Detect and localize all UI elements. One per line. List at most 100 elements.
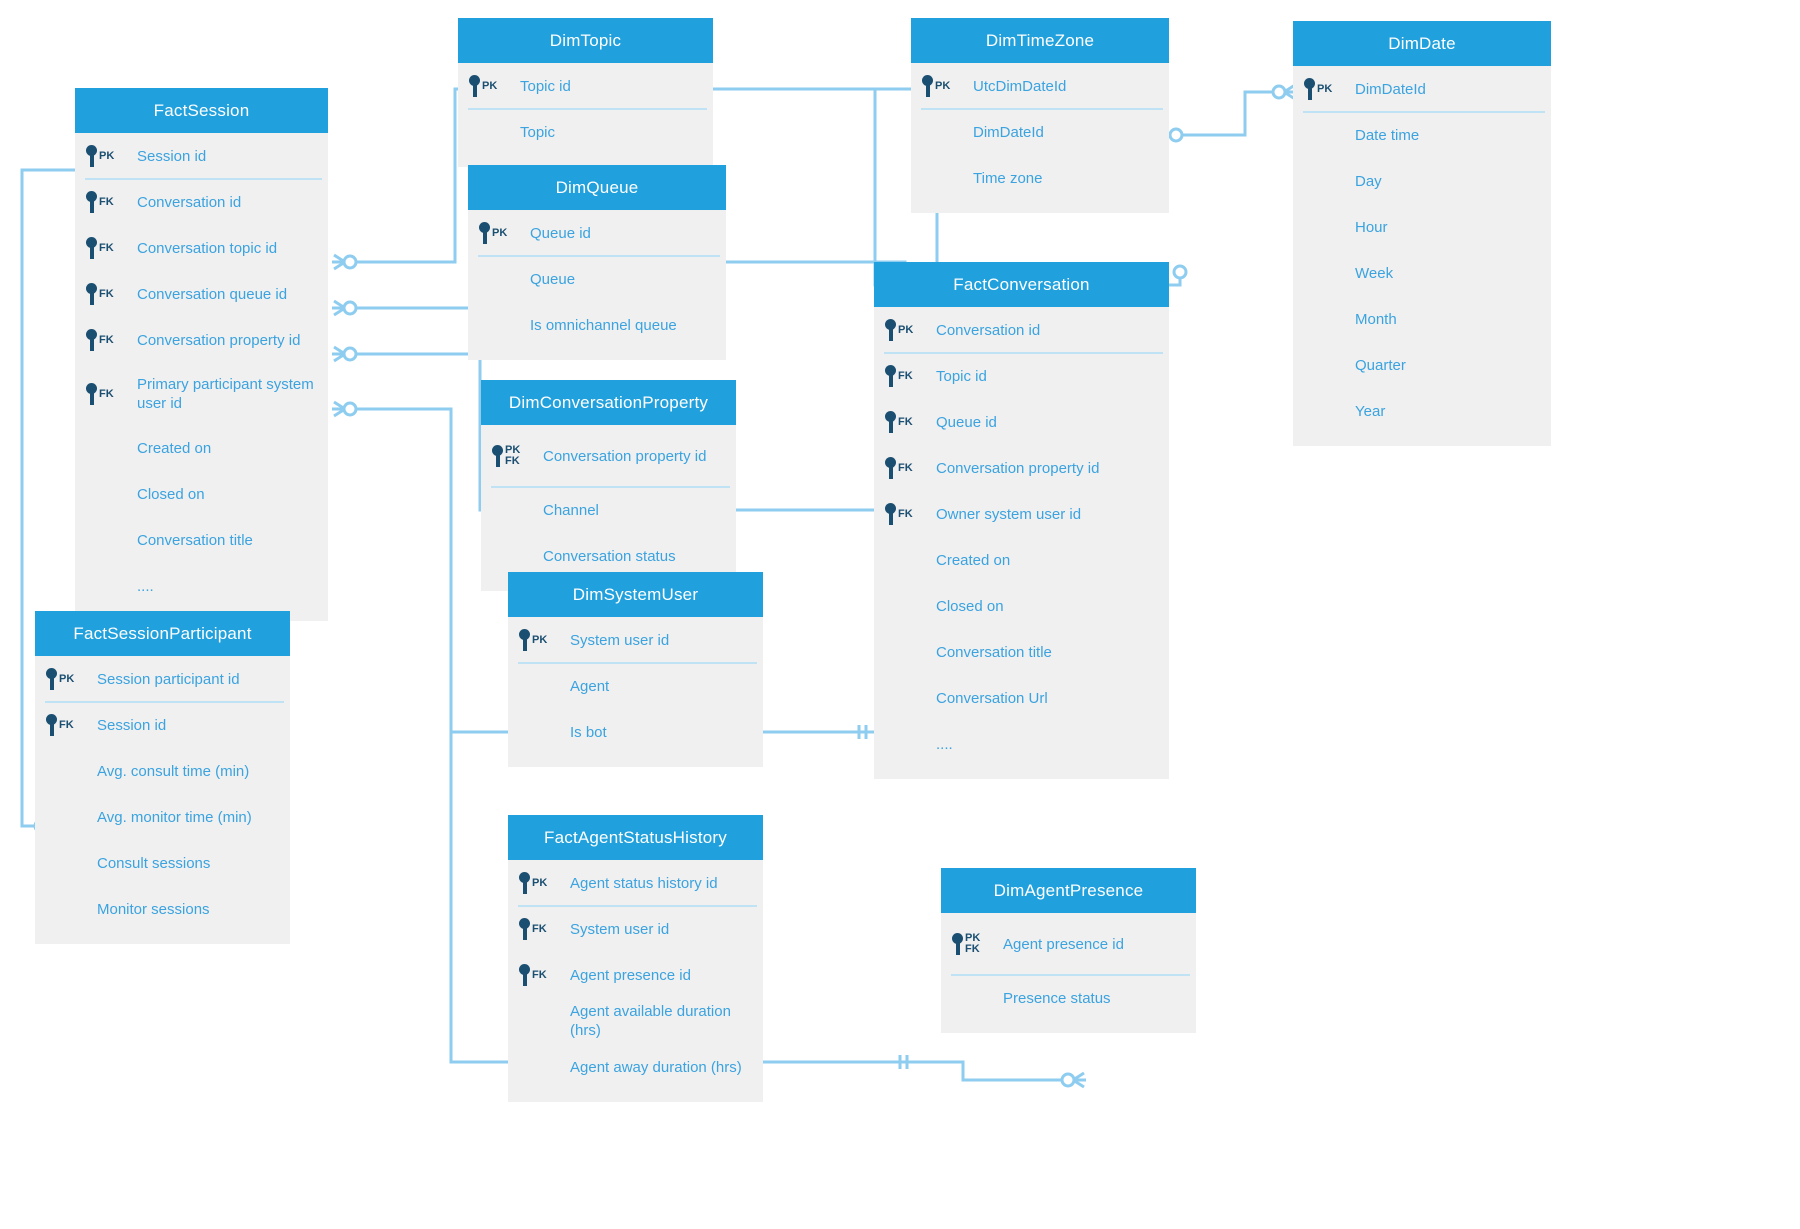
attribute-row[interactable]: Avg. consult time (min) xyxy=(35,748,290,794)
attribute-key-cell xyxy=(491,487,543,533)
attribute-row[interactable]: Closed on xyxy=(874,583,1169,629)
attribute-row[interactable]: Day xyxy=(1293,158,1551,204)
key-tag: FK xyxy=(532,968,547,981)
attribute-row[interactable]: Is bot xyxy=(508,709,763,755)
key-icon xyxy=(884,365,897,387)
attribute-key-cell xyxy=(884,537,936,583)
key-icon xyxy=(468,75,481,97)
attribute-row[interactable]: Created on xyxy=(75,425,328,471)
key-tag: PK xyxy=(482,79,498,92)
attribute-label: Conversation Url xyxy=(936,689,1048,707)
attribute-separator xyxy=(518,905,757,907)
attribute-row[interactable]: Hour xyxy=(1293,204,1551,250)
attribute-row[interactable]: Date time xyxy=(1293,112,1551,158)
entity-footer-padding xyxy=(1293,434,1551,446)
attribute-key-cell: PK xyxy=(884,307,936,353)
attribute-label: UtcDimDateId xyxy=(973,77,1067,95)
attribute-row[interactable]: Year xyxy=(1293,388,1551,434)
attribute-row[interactable]: Conversation title xyxy=(874,629,1169,675)
attribute-key-cell: FK xyxy=(85,317,137,363)
attribute-key-cell: PK xyxy=(1303,66,1355,112)
attribute-row[interactable]: .... xyxy=(75,563,328,609)
attribute-row[interactable]: Closed on xyxy=(75,471,328,517)
attribute-key-cell: PK xyxy=(45,656,97,702)
attribute-separator xyxy=(478,255,720,257)
attribute-row[interactable]: Quarter xyxy=(1293,342,1551,388)
attribute-row[interactable]: Conversation Url xyxy=(874,675,1169,721)
attribute-key-cell: PK xyxy=(518,860,570,906)
attribute-row[interactable]: Channel xyxy=(481,487,736,533)
attribute-label: Hour xyxy=(1355,218,1388,236)
attribute-row[interactable]: Month xyxy=(1293,296,1551,342)
attribute-row[interactable]: Conversation title xyxy=(75,517,328,563)
key-icon xyxy=(45,668,58,690)
attribute-row[interactable]: Week xyxy=(1293,250,1551,296)
entity-footer-padding xyxy=(941,1021,1196,1033)
attribute-key-cell xyxy=(518,1044,570,1090)
attribute-row[interactable]: PK Topic id xyxy=(458,63,713,110)
attribute-row[interactable]: Presence status xyxy=(941,975,1196,1021)
attribute-row[interactable]: Consult sessions xyxy=(35,840,290,886)
attribute-label: Primary participant system user id xyxy=(137,376,314,412)
attribute-separator xyxy=(85,178,322,180)
attribute-row[interactable]: Time zone xyxy=(911,155,1169,201)
entity-title: DimQueue xyxy=(468,165,726,210)
attribute-row[interactable]: Created on xyxy=(874,537,1169,583)
key-icon xyxy=(85,191,98,213)
attribute-row[interactable]: Agent away duration (hrs) xyxy=(508,1044,763,1090)
key-icon xyxy=(518,872,531,894)
attribute-label: Owner system user id xyxy=(936,505,1082,523)
attribute-label: Date time xyxy=(1355,126,1420,144)
key-tag: FK xyxy=(898,369,913,382)
attribute-row[interactable]: Avg. monitor time (min) xyxy=(35,794,290,840)
attribute-label: Topic id xyxy=(520,77,571,95)
attribute-row[interactable]: Agent available duration (hrs) xyxy=(508,998,763,1044)
attribute-row[interactable]: Is omnichannel queue xyxy=(468,302,726,348)
attribute-key-cell: FK xyxy=(884,445,936,491)
attribute-row[interactable]: Agent xyxy=(508,663,763,709)
attribute-row[interactable]: DimDateId xyxy=(911,109,1169,155)
key-tag: FK xyxy=(99,287,114,300)
attribute-row[interactable]: Monitor sessions xyxy=(35,886,290,932)
attribute-label: Channel xyxy=(543,501,599,519)
attribute-separator xyxy=(45,701,284,703)
attribute-key-cell xyxy=(45,886,97,932)
attribute-row[interactable]: Queue xyxy=(468,256,726,302)
attribute-row[interactable]: .... xyxy=(874,721,1169,767)
attribute-row[interactable]: Topic xyxy=(458,109,713,155)
key-icon xyxy=(951,933,964,955)
